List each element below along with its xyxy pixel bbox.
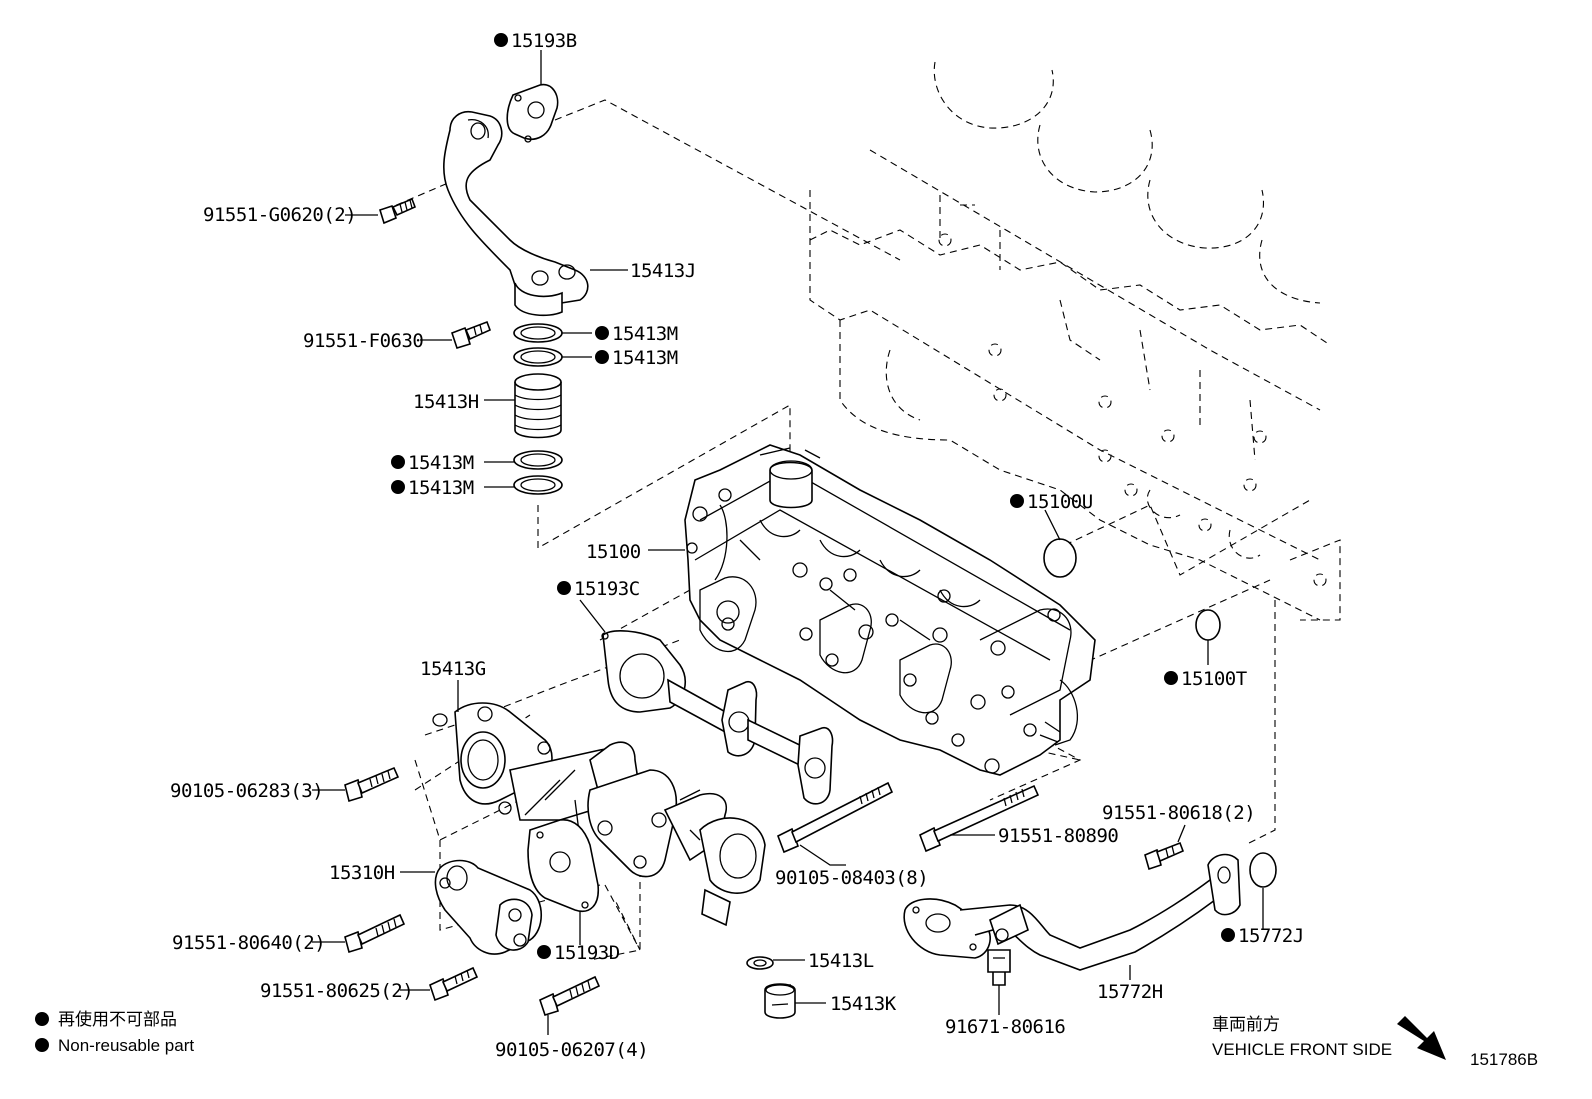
label-90105-06283: 90105-06283(3): [170, 780, 323, 802]
oil-pipe-15772H: [903, 853, 1241, 971]
label-15413L: 15413L: [808, 950, 874, 972]
o-ring-15100U: [1043, 538, 1077, 578]
label-91551-80618: 91551-80618(2): [1102, 802, 1255, 824]
direction-jp: 車両前方: [1212, 1015, 1280, 1034]
oil-cooler-element-15413H: [513, 323, 563, 495]
oil-pressure-valve-15310H: [434, 859, 542, 955]
bolt-91671-80616: [987, 949, 1011, 986]
bolt-91551-80625: [429, 966, 479, 1002]
legend: 再使用不可部品 Non-reusable part: [58, 1009, 194, 1055]
bolt-90105-06207: [539, 975, 601, 1016]
engine-block-outline: [809, 61, 1341, 621]
direction-en: VEHICLE FRONT SIDE: [1212, 1040, 1392, 1059]
label-15100: 15100: [586, 541, 641, 563]
label-15413H: 15413H: [413, 391, 479, 413]
label-15100T: 15100T: [1181, 668, 1247, 690]
oil-pipe-15413J: [442, 83, 589, 317]
label-91551-80890: 91551-80890: [998, 825, 1118, 847]
oil-pump-housing-15100: [684, 444, 1096, 776]
bolt-91551-G0620: [379, 197, 417, 225]
label-91551-F0630: 91551-F0630: [303, 330, 423, 352]
diagram-id: 151786B: [1470, 1050, 1538, 1069]
bolt-91551-80618: [1144, 841, 1185, 871]
label-15413M-2: 15413M: [612, 347, 678, 369]
leader-lines: [312, 50, 1264, 1035]
label-15100U: 15100U: [1027, 491, 1093, 513]
label-15772J: 15772J: [1238, 925, 1304, 947]
legend-en: Non-reusable part: [58, 1036, 194, 1055]
label-15310H: 15310H: [329, 862, 395, 884]
oil-cooler-cover-15413G: [432, 702, 766, 927]
bolt-91551-80890: [918, 784, 1040, 853]
label-15413G: 15413G: [420, 658, 486, 680]
label-15413M-4: 15413M: [408, 477, 474, 499]
label-15413J: 15413J: [630, 260, 696, 282]
label-91551-80625: 91551-80625(2): [260, 980, 413, 1002]
gasket-15193D: [527, 819, 600, 912]
housing-bosses: [686, 488, 1061, 774]
label-91551-G0620: 91551-G0620(2): [203, 204, 356, 226]
drain-plug-15413K: [746, 956, 796, 1019]
bolt-90105-06283: [344, 766, 400, 803]
label-15772H: 15772H: [1097, 981, 1163, 1003]
part-labels: 15193B 91551-G0620(2) 15413J 91551-F0630…: [170, 30, 1304, 1061]
label-15193D: 15193D: [554, 942, 620, 964]
label-90105-06207: 90105-06207(4): [495, 1039, 648, 1061]
bolt-91551-F0630: [450, 320, 492, 349]
non-reusable-markers: [35, 33, 1235, 1052]
label-15193B: 15193B: [511, 30, 577, 52]
bolt-90105-08403: [776, 781, 894, 854]
label-91671-80616: 91671-80616: [945, 1016, 1065, 1038]
legend-jp: 再使用不可部品: [58, 1009, 177, 1029]
gasket-15193C: [601, 630, 834, 805]
arrow-icon: [1397, 1016, 1446, 1060]
label-15413M-1: 15413M: [612, 323, 678, 345]
bolt-91551-80640: [344, 913, 406, 954]
o-ring-15100T: [1195, 609, 1221, 641]
label-90105-08403: 90105-08403(8): [775, 867, 928, 889]
label-91551-80640: 91551-80640(2): [172, 932, 325, 954]
label-15193C: 15193C: [574, 578, 640, 600]
gasket-15772J: [1249, 852, 1277, 888]
label-15413K: 15413K: [830, 993, 897, 1015]
vehicle-front-indicator: 車両前方 VEHICLE FRONT SIDE: [1212, 1015, 1446, 1060]
label-15413M-3: 15413M: [408, 452, 474, 474]
